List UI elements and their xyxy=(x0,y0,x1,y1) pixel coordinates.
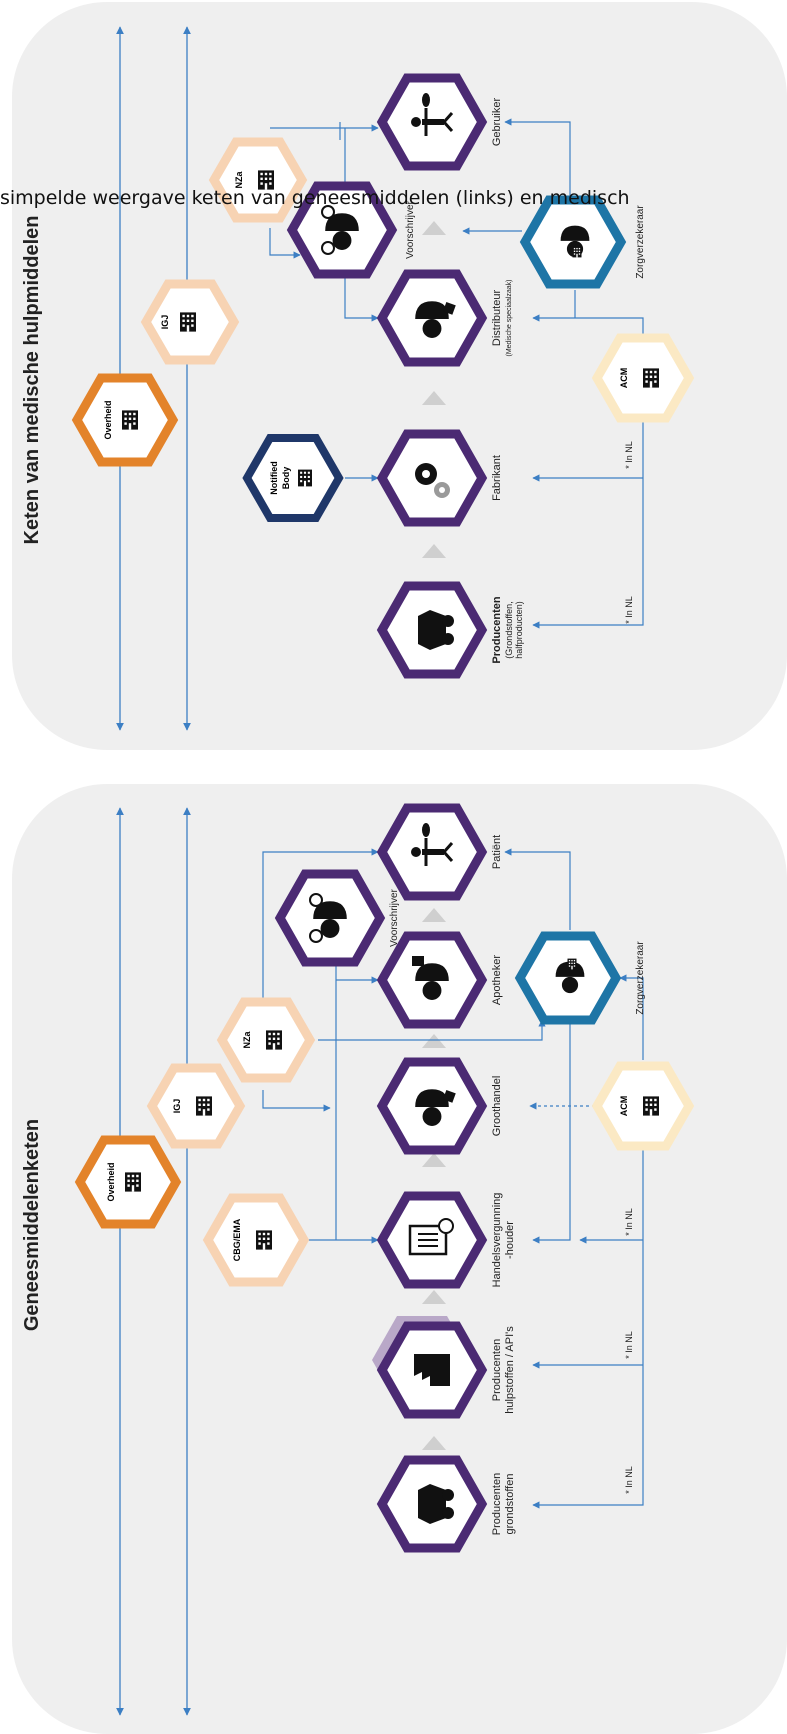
zorgverzekeraar-hex xyxy=(514,931,622,1025)
producenten-hulpstoffen-label-2: hulpstoffen / API's xyxy=(504,1326,516,1414)
voorschrijver-label: Voorschrijver xyxy=(389,888,400,946)
apotheker-label: Apotheker xyxy=(491,955,503,1005)
notified-label: Notified xyxy=(269,461,279,495)
voorschrijver-hex xyxy=(286,181,398,279)
flow-arrow xyxy=(422,544,446,558)
voorschrijver-label: Voorschrijver xyxy=(405,200,416,258)
flow-arrow xyxy=(422,908,446,922)
acm-hex: ACM xyxy=(591,1061,695,1151)
igj-label: IGJ xyxy=(172,1099,182,1114)
fabrikant-label: Fabrikant xyxy=(491,455,503,501)
producenten-hulpstoffen-label: Producenten xyxy=(491,1339,503,1401)
bottom-panel: Geneesmiddelenketen Overheid xyxy=(12,784,787,1734)
flow-arrow xyxy=(422,221,446,235)
igj-hex: IGJ xyxy=(140,279,240,365)
producenten-hulpstoffen-hex xyxy=(372,1316,488,1419)
top-panel: Keten van medische hulpmiddelen Overhei xyxy=(12,2,787,750)
cbg-ema-label: CBG/EMA xyxy=(232,1218,242,1261)
notified-body-hex: Notified Body xyxy=(242,434,344,522)
nza-label: NZa xyxy=(234,171,244,189)
bottom-connectors xyxy=(262,848,644,1509)
flow-arrow xyxy=(422,1290,446,1304)
nza-hex: NZa xyxy=(208,137,308,223)
gebruiker-hex xyxy=(376,73,488,171)
flow-arrow xyxy=(422,1034,446,1048)
flow-arrow xyxy=(422,1153,446,1167)
groothandel-label: Groothandel xyxy=(491,1076,503,1137)
in-nl-note: * In NL xyxy=(624,441,634,469)
bottom-panel-title: Geneesmiddelenketen xyxy=(21,1119,43,1331)
distributeur-label: Distributeur xyxy=(491,290,503,347)
zorgverzekeraar-label: Zorgverzekeraar xyxy=(635,205,646,279)
cbg-ema-hex: CBG/EMA xyxy=(202,1193,310,1287)
in-nl-note: * In NL xyxy=(624,1466,634,1494)
handelsvergunninghouder-hex xyxy=(376,1191,488,1289)
overheid-label: Overheid xyxy=(103,400,113,439)
doctor-icon xyxy=(321,205,359,255)
truck-icon xyxy=(418,1484,454,1524)
nza-hex: NZa xyxy=(216,997,316,1083)
handelsvergunning-label-2: -houder xyxy=(504,1221,516,1259)
overheid-label: Overheid xyxy=(106,1162,116,1201)
voorschrijver-hex xyxy=(274,869,386,967)
doctor-icon xyxy=(309,893,347,943)
igj-label: IGJ xyxy=(160,315,170,330)
person-pills-icon xyxy=(411,823,454,866)
producenten-hex xyxy=(376,581,488,679)
factory-icon xyxy=(414,1354,450,1386)
producenten-sub2: halfproducten) xyxy=(514,601,524,659)
nza-label: NZa xyxy=(242,1031,252,1049)
person-pills-icon xyxy=(411,93,454,136)
document-icon xyxy=(408,1218,454,1256)
igj-hex: IGJ xyxy=(146,1063,246,1149)
truck-icon xyxy=(418,610,454,650)
pharmacist-icon xyxy=(412,956,449,1000)
gebruiker-label: Gebruiker xyxy=(491,98,503,147)
overheid-hex: Overheid xyxy=(71,373,179,467)
producenten-grondstoffen-hex xyxy=(376,1455,488,1553)
in-nl-note: * In NL xyxy=(624,1331,634,1359)
in-nl-note: * In NL xyxy=(624,1208,634,1236)
body-label: Body xyxy=(281,467,291,490)
distributeur-sub: (Medische speciaalzaak) xyxy=(506,279,513,356)
patient-label: Patiënt xyxy=(491,835,503,869)
apotheker-hex xyxy=(376,931,488,1029)
producenten-label: Producenten xyxy=(491,596,503,664)
zorgverzekeraar-label: Zorgverzekeraar xyxy=(635,941,646,1015)
distributeur-hex xyxy=(376,269,488,367)
top-panel-background xyxy=(12,2,787,750)
producenten-grondstoffen-label: Producenten xyxy=(491,1473,503,1535)
acm-hex: ACM xyxy=(591,333,695,423)
overheid-hex: Overheid xyxy=(74,1135,182,1229)
patient-hex xyxy=(376,803,488,901)
acm-label: ACM xyxy=(619,1096,629,1117)
producenten-sub1: (Grondstoffen, xyxy=(504,601,514,658)
gears-icon xyxy=(415,463,450,498)
groothandel-hex xyxy=(376,1057,488,1155)
in-nl-note: * In NL xyxy=(624,596,634,624)
fabrikant-hex xyxy=(376,429,488,527)
flow-arrow xyxy=(422,1436,446,1450)
acm-label: ACM xyxy=(619,368,629,389)
zorgverzekeraar-hex xyxy=(519,195,627,289)
handelsvergunning-label: Handelsvergunning xyxy=(491,1193,503,1288)
flow-arrow xyxy=(422,391,446,405)
top-panel-title: Keten van medische hulpmiddelen xyxy=(21,216,43,545)
producenten-grondstoffen-label-2: grondstoffen xyxy=(504,1474,516,1535)
